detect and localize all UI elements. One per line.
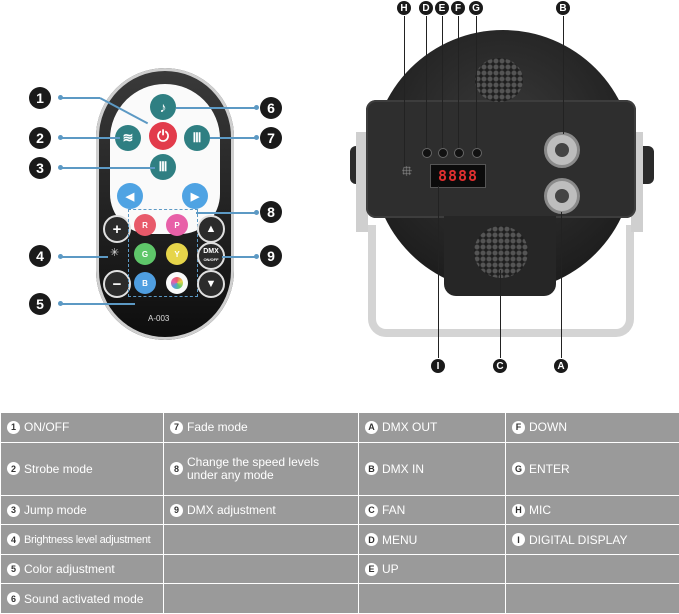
label-b: B [556, 1, 570, 15]
color-button-pink[interactable]: P [166, 214, 188, 236]
power-button[interactable]: ⏻ [149, 122, 177, 150]
up-arrow-icon: ▲ [205, 223, 217, 235]
callout-4: 4 [29, 245, 51, 267]
color-button-green[interactable]: G [134, 243, 156, 265]
music-note-icon: ♪ [159, 99, 167, 115]
dmx-in-port[interactable] [544, 132, 580, 168]
power-icon: ⏻ [157, 127, 169, 145]
music-button[interactable]: ♪ [150, 94, 176, 120]
callout-3: 3 [29, 157, 51, 179]
up-button[interactable]: ▲ [197, 215, 225, 243]
dmx-sublabel: ON/OFF [203, 257, 219, 262]
callout-9: 9 [260, 245, 282, 267]
callout-7: 7 [260, 127, 282, 149]
label-g: G [469, 1, 483, 15]
right-arrow-icon: ▶ [190, 190, 200, 203]
dmx-label: DMX [203, 248, 219, 255]
wave-icon: ≋ [122, 130, 134, 145]
mic-hole [402, 166, 412, 176]
remote-model-label: A-003 [148, 314, 170, 323]
legend-cell [163, 553, 359, 585]
dmx-button[interactable]: DMX ON/OFF [197, 242, 225, 270]
label-e: E [435, 1, 449, 15]
label-f: F [451, 1, 465, 15]
rgb-icon [171, 277, 183, 289]
fan-top [475, 58, 523, 102]
left-arrow-icon: ◀ [125, 190, 135, 203]
mounting-bracket [368, 225, 634, 337]
up-control-button[interactable] [438, 148, 448, 158]
label-c: C [493, 359, 507, 373]
down-arrow-icon: ▼ [205, 278, 217, 290]
legend-cell [163, 524, 359, 555]
label-h: H [397, 1, 411, 15]
fade-button[interactable]: Ⅲ [184, 125, 210, 151]
color-button-yellow[interactable]: Y [166, 243, 188, 265]
brightness-plus-button[interactable]: + [103, 215, 131, 243]
callout-2: 2 [29, 127, 51, 149]
callout-1: 1 [29, 87, 51, 109]
bars-icon: Ⅲ [158, 159, 168, 174]
label-d: D [419, 1, 433, 15]
legend-cell [505, 583, 679, 614]
speed-left-button[interactable]: ◀ [117, 183, 143, 209]
digital-display: 8888 [430, 164, 486, 188]
down-button[interactable]: ▼ [197, 270, 225, 298]
color-button-blue[interactable]: B [134, 272, 156, 294]
rear-panel [366, 100, 636, 218]
dmx-out-port[interactable] [544, 178, 580, 214]
speed-right-button[interactable]: ▶ [182, 183, 208, 209]
callout-5: 5 [29, 293, 51, 315]
color-button-red[interactable]: R [134, 214, 156, 236]
color-button-rgb[interactable] [166, 272, 188, 294]
left-bracket-arm [356, 132, 368, 232]
bars-icon: Ⅲ [192, 130, 202, 145]
label-a: A [554, 359, 568, 373]
legend-cell [358, 583, 506, 614]
brightness-minus-button[interactable]: − [103, 270, 131, 298]
brightness-sun-icon: ✳ [110, 247, 120, 259]
callout-6: 6 [260, 97, 282, 119]
callout-8: 8 [260, 201, 282, 223]
enter-control-button[interactable] [472, 148, 482, 158]
label-i: I [431, 359, 445, 373]
fan-grille [474, 226, 528, 278]
down-control-button[interactable] [454, 148, 464, 158]
menu-button[interactable] [422, 148, 432, 158]
legend-cell [505, 553, 679, 585]
legend-cell [163, 583, 359, 614]
